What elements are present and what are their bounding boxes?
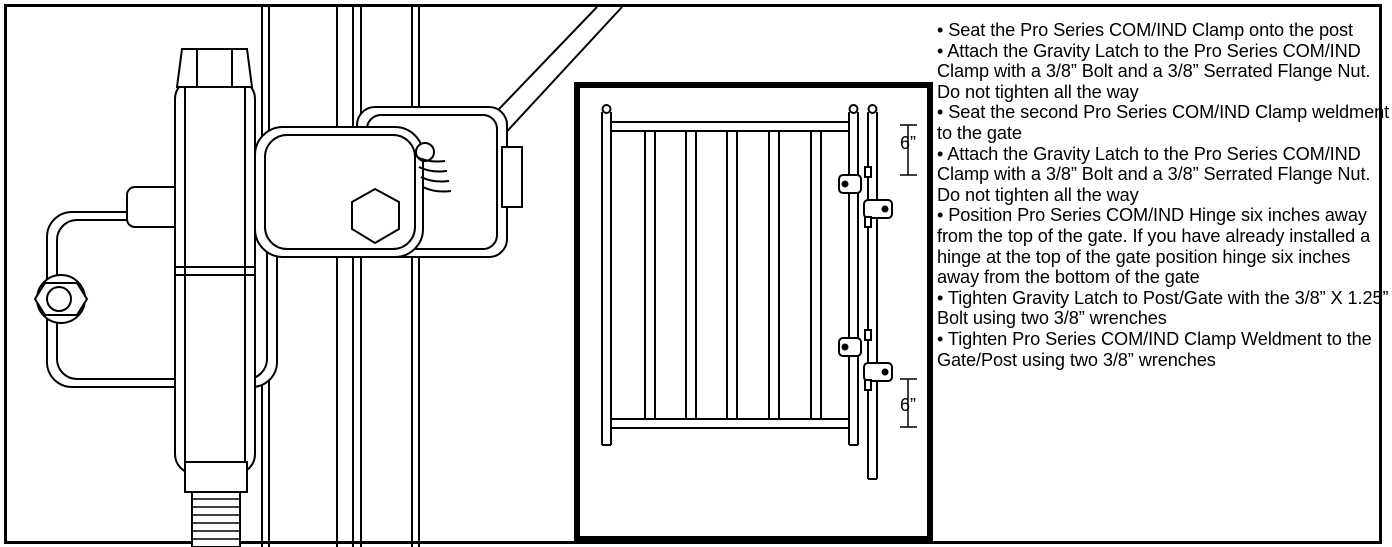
gate-inset-illustration [574,82,933,542]
left-nut [33,274,89,324]
instruction-step: • Tighten Gravity Latch to Post/Gate wit… [937,287,1389,329]
center-bolt [351,187,400,245]
gate [601,104,859,446]
instruction-step: • Position Pro Series COM/IND Hinge six … [937,205,1371,288]
hinge-clamp-illustration [33,6,623,547]
gate-clamps [838,166,893,391]
instruction-list: • Seat the Pro Series COM/IND Clamp onto… [937,20,1392,370]
instruction-step: • Tighten Pro Series COM/IND Clamp Weldm… [937,328,1372,370]
post-lines [261,7,420,547]
top-hex-bolt [175,48,254,88]
instruction-step: • Attach the Gravity Latch to the Pro Se… [937,40,1371,102]
instruction-step: • Seat the second Pro Series COM/IND Cla… [937,102,1390,143]
instruction-step: • Seat the Pro Series COM/IND Clamp onto… [937,20,1353,40]
dimension-label-top: 6” [900,133,917,153]
instruction-step: • Attach the Gravity Latch to the Pro Se… [937,143,1371,205]
instruction-panel: 6” 6” • Seat the Pro Series COM/IND Clam… [4,4,1389,547]
dimension-lines [900,124,917,428]
dimension-label-bottom: 6” [900,395,917,415]
